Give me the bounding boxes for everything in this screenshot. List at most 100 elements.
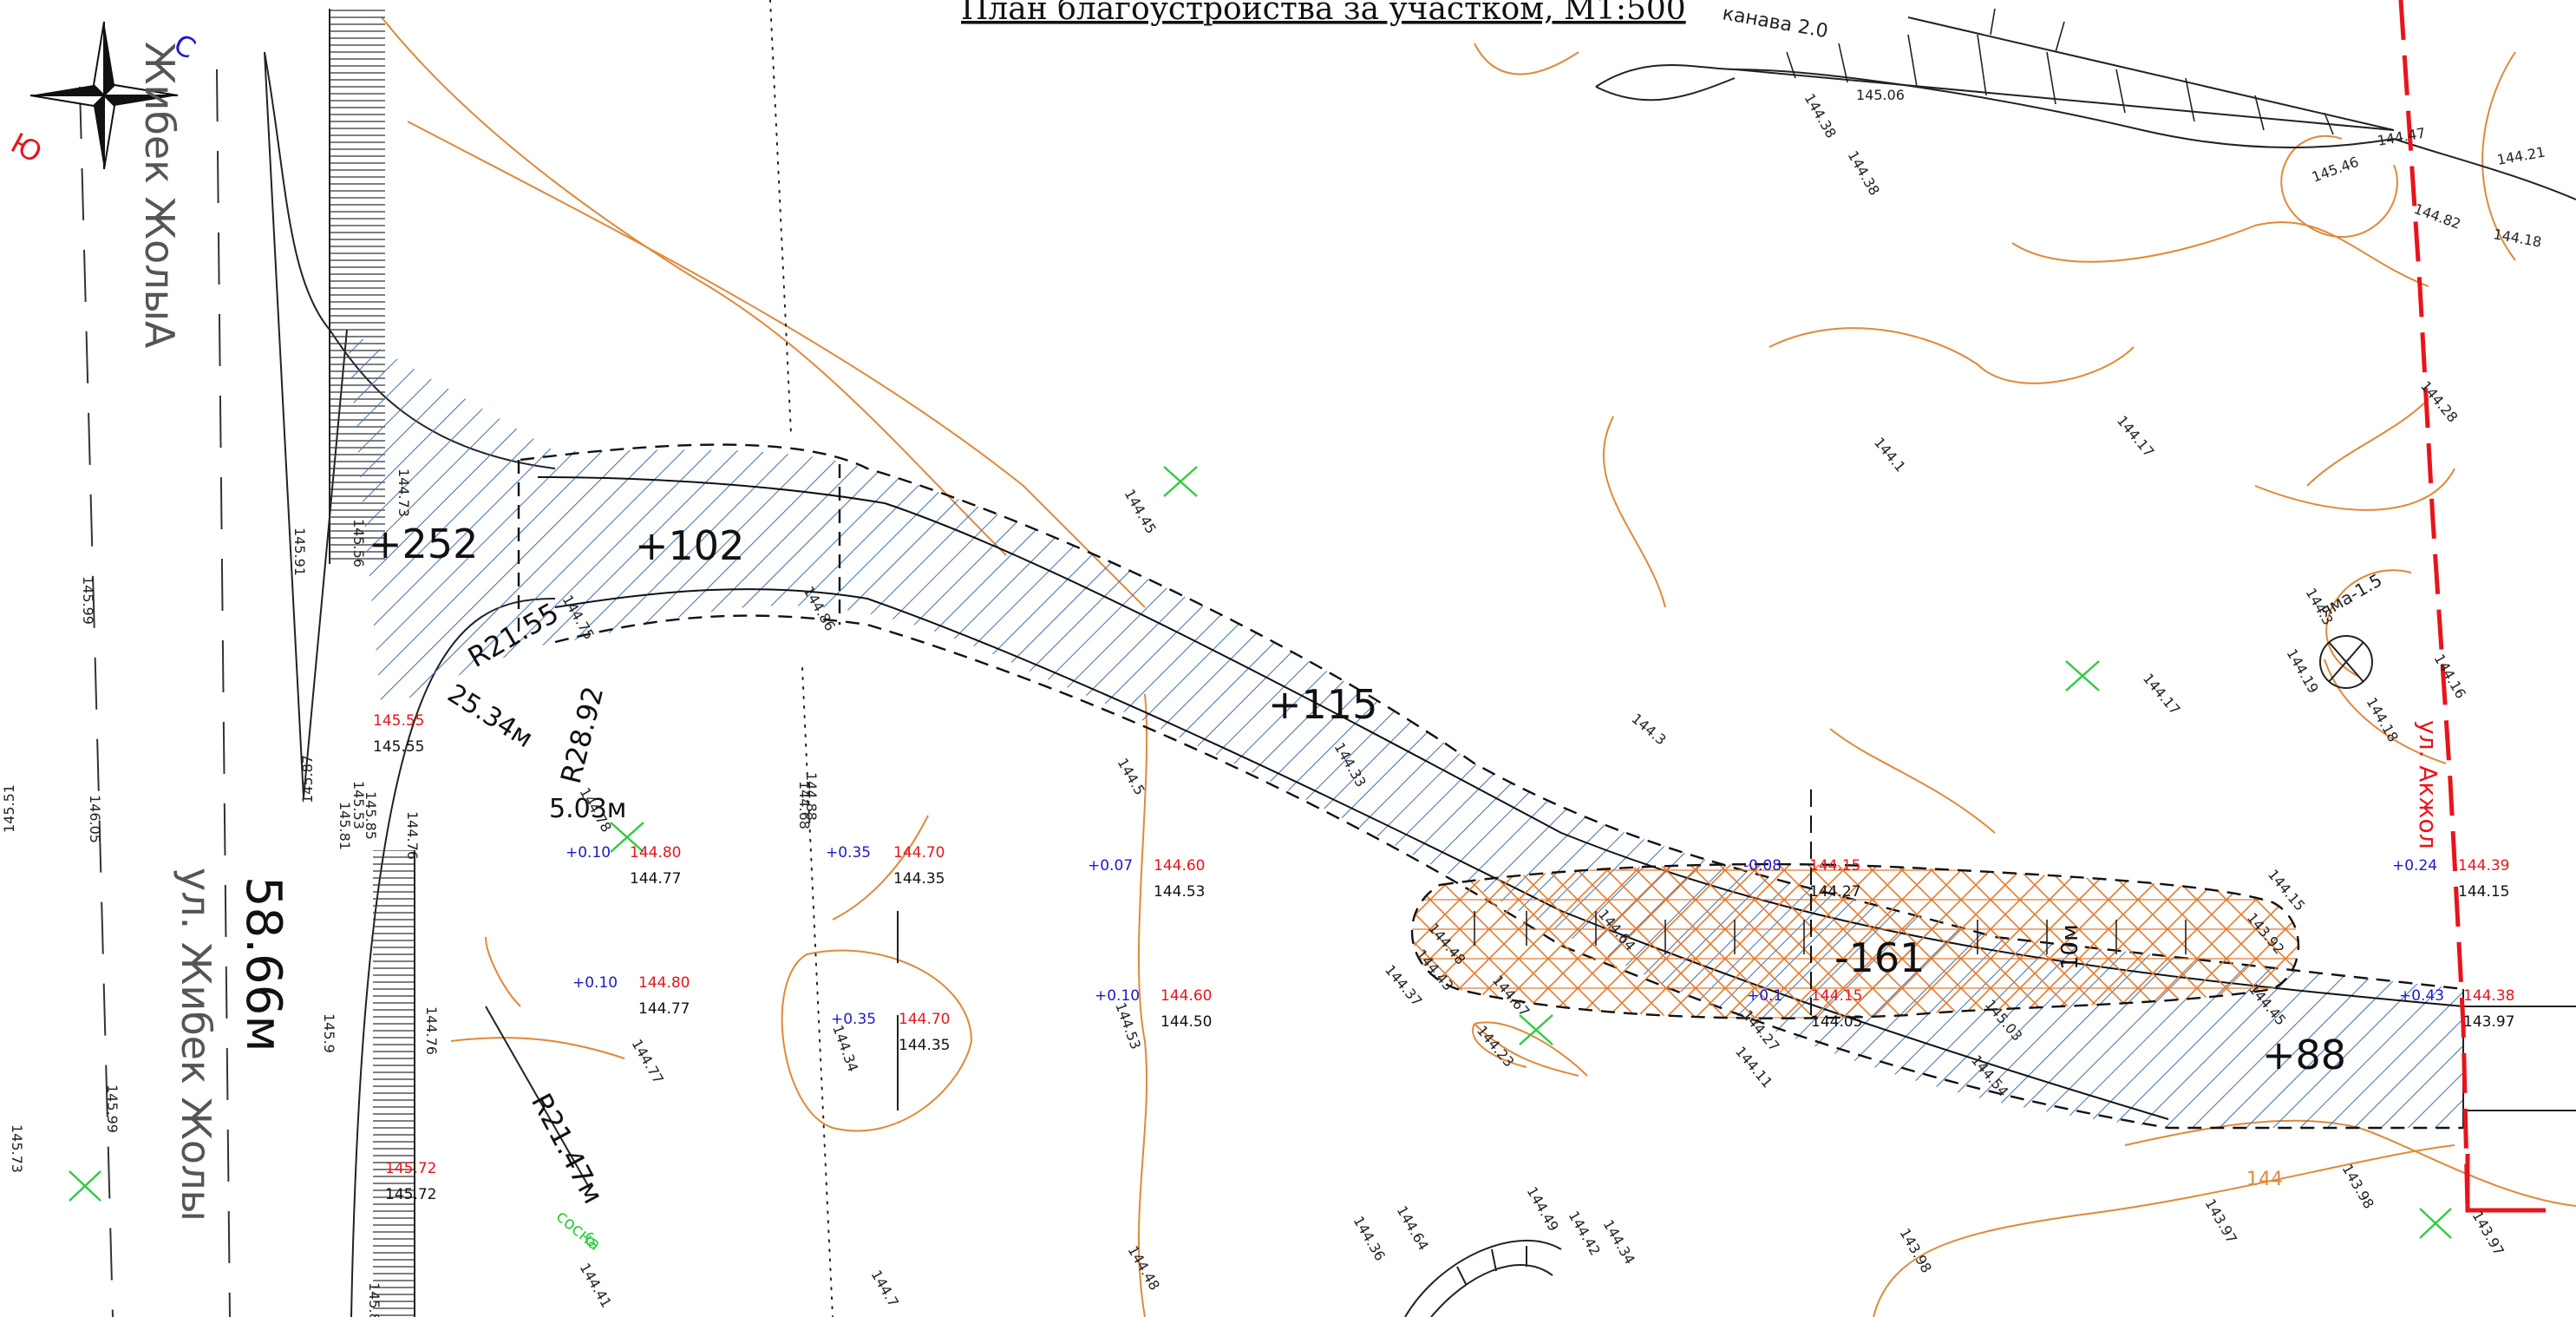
design-elevation: 144.70 [893,844,945,862]
design-elevation: 144.39 [2458,857,2509,875]
spot-elevation: 145.87 [299,755,316,803]
volume-3: +115 [1268,681,1377,728]
elevation-delta: +0.35 [831,1011,876,1028]
main-dimension: 58.66м [235,876,291,1052]
volume-2: +102 [635,522,744,569]
street-label-top: Жибек ЖолыА [136,42,183,349]
spot-elevation: 144.68 [796,781,813,829]
spot-elevation: 144.16 [2431,652,2469,702]
existing-elevation: 144.27 [1809,883,1860,901]
existing-elevation: 145.72 [385,1186,436,1203]
elevation-delta: -0.08 [1743,857,1782,875]
existing-elevation: 144.77 [630,870,681,888]
elevation-delta: +0.24 [2392,857,2437,875]
design-elevation: 145.55 [373,712,424,730]
spot-elevation: 144.18 [2492,226,2542,250]
spot-elevation: 144.34 [1600,1217,1638,1268]
radius-3: R21.47м [525,1088,610,1209]
spot-elevation: 145.81 [337,802,353,850]
design-elevation: 144.60 [1161,987,1212,1005]
spot-elevation: 144.77 [629,1037,667,1087]
design-elevation: 144.60 [1154,857,1205,875]
spot-elevation: 144.38 [1801,91,1840,141]
spot-elevation: 145.06 [1856,87,1905,103]
spot-elevation: 144.82 [2412,200,2463,233]
contour-lines [381,16,2576,1317]
design-elevation: 145.72 [385,1160,436,1177]
elevation-delta: +0.35 [826,844,871,862]
existing-elevation: 144.05 [1811,1013,1862,1031]
spot-elevation: 144.21 [2495,144,2546,168]
cut-area-ticks [1474,911,2187,954]
pit [2319,635,2373,689]
design-elevation: 144.38 [2463,987,2514,1005]
elevation-delta: +0.07 [1088,857,1133,875]
elevation-delta: +0.1 [1747,987,1782,1005]
elevation-delta: +0.10 [566,844,611,862]
cut-area [1410,862,2300,1019]
spot-elevation: 144.48 [1125,1243,1163,1294]
spot-elevation: 144.42 [1566,1209,1604,1259]
volume-5: +88 [2262,1032,2346,1078]
distance-3: 10м [2057,924,2083,970]
spot-elevation: 145.46 [2310,154,2361,186]
elevation-delta: +0.10 [572,974,618,992]
ditch-ticks [1786,8,2334,135]
existing-elevation: 145.55 [373,738,424,756]
spot-elevation: 143.98 [2339,1162,2377,1212]
compass-south: Ю [5,127,47,170]
spot-elevation: 146.05 [87,795,103,843]
spot-elevation: 144.45 [1121,487,1160,537]
elevation-delta: +0.43 [2399,987,2444,1005]
spot-elevation: 144.18 [2364,695,2402,745]
spot-elevation: 145.99 [80,576,96,625]
existing-elevation: 144.35 [899,1037,950,1054]
spot-elevation: 144.88 [803,772,820,821]
tree-markers [69,466,2452,1239]
existing-elevation: 144.35 [893,870,945,888]
spot-elevation: 145.91 [291,527,308,576]
property-boundary [2398,0,2470,1211]
spot-elevation: 144.38 [1845,148,1883,199]
spot-elevation: 144.76 [404,811,421,860]
bottom-structure [1404,1239,1562,1317]
utility-dotted-lines [769,0,834,1317]
design-elevation: 144.15 [1809,857,1860,875]
spot-elevation: 145.53 [350,781,367,829]
distance-1: 25.34м [442,678,539,754]
volume-1: +252 [369,521,478,567]
existing-elevation: 144.53 [1154,883,1205,901]
spot-elevation: 143.97 [2469,1209,2507,1259]
spot-elevation: 145.85 [363,791,379,840]
tree-height: 6 [585,1229,596,1250]
plan-title: План благоустройства за участком, М1:500 [961,0,1686,27]
spot-elevation: 145.8 [366,1282,382,1317]
volume-4: -161 [1834,934,1925,981]
spot-elevation: 144.37 [1382,961,1426,1009]
contour-144-label: 144 [2246,1169,2283,1190]
property-boundary-corner [2465,1154,2546,1213]
design-elevation: 144.15 [1811,987,1862,1005]
spot-elevation: 145.9 [321,1013,337,1053]
spot-elevation: 144.17 [2114,412,2158,460]
spot-elevation: 144.53 [1112,1000,1144,1052]
compass-icon [29,21,179,170]
elevation-pairs: 145.55 145.55 +0.10 144.80 144.77 +0.35 … [373,712,2514,1203]
road-right [2462,989,2576,1128]
street-label-bottom: ул. Жибек Жолы [173,868,219,1222]
spot-elevation: 144.73 [396,468,412,517]
existing-elevation: 144.77 [638,1000,690,1018]
existing-elevation: 144.50 [1161,1013,1212,1031]
spot-elevation: 144.36 [1350,1214,1389,1264]
existing-elevation: 143.97 [2463,1013,2514,1031]
design-elevation: 144.80 [630,844,681,862]
spot-elevation: 143.97 [2202,1196,2240,1247]
spot-elevation: 144.3 [1628,711,1669,749]
radius-2: R28.92 [554,683,610,787]
spot-elevation: 144.49 [1524,1184,1562,1235]
spot-elevation: 145.56 [350,519,367,567]
ditch [1595,16,2576,200]
spot-elevation: 144.7 [868,1268,902,1310]
street-label-right: ул. Акжол [2414,720,2442,849]
road-axis [79,69,231,1317]
